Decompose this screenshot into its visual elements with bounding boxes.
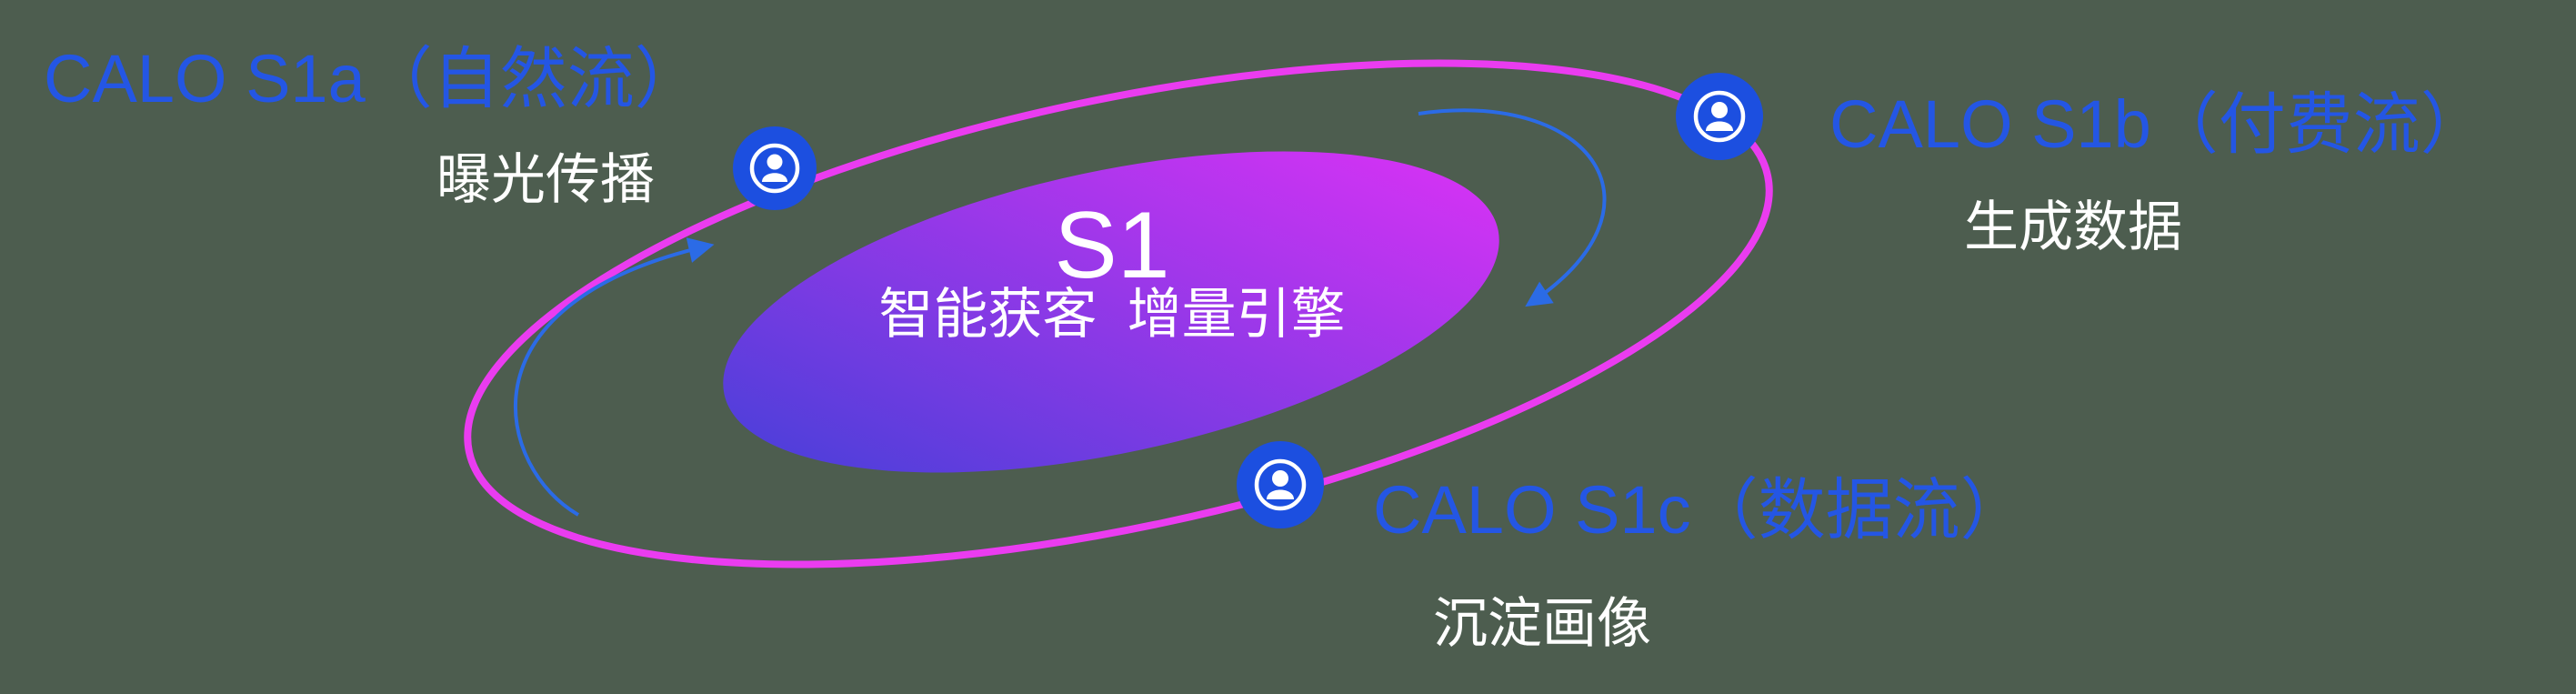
core-ellipse bbox=[723, 151, 1499, 473]
node-s1a bbox=[733, 126, 817, 210]
orbit-ellipse bbox=[464, 59, 1773, 568]
label-s1b-subtitle: 生成数据 bbox=[1964, 196, 2182, 257]
label-s1a-title: CALO S1a（自然流） bbox=[44, 41, 702, 116]
user-in-circle-icon bbox=[1254, 458, 1307, 511]
core-subtitle: 智能获客 增量引擎 bbox=[878, 284, 1346, 345]
flow-arrow-left-icon bbox=[513, 237, 715, 517]
node-s1c bbox=[1237, 441, 1324, 528]
user-in-circle-icon bbox=[1693, 90, 1746, 143]
label-s1a-subtitle: 曝光传播 bbox=[436, 149, 655, 210]
label-s1b-title: CALO S1b（付费流） bbox=[1829, 86, 2488, 162]
node-s1b bbox=[1676, 73, 1763, 160]
core-title: S1 bbox=[1054, 193, 1170, 298]
label-s1c-title: CALO S1c（数据流） bbox=[1373, 472, 2028, 548]
flow-arrow-right-icon bbox=[1418, 108, 1607, 307]
user-in-circle-icon bbox=[749, 143, 800, 194]
label-s1c-subtitle: 沉淀画像 bbox=[1433, 593, 1651, 654]
